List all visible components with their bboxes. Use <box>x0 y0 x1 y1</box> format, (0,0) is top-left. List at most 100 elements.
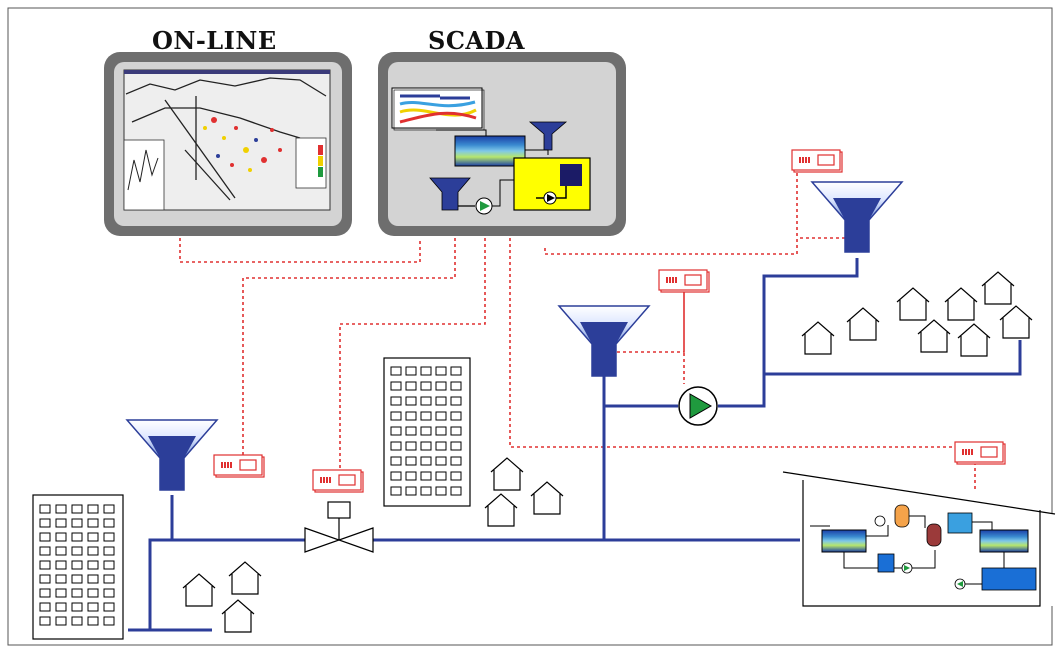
window <box>450 411 462 421</box>
window <box>420 456 432 466</box>
window <box>450 441 462 451</box>
apartment-building-icon-left <box>32 494 124 640</box>
window <box>390 366 402 376</box>
window <box>420 396 432 406</box>
window <box>71 504 83 514</box>
house-icon <box>896 287 930 321</box>
house-icon <box>917 319 951 353</box>
house-icon <box>957 323 991 357</box>
window <box>55 504 67 514</box>
window <box>450 426 462 436</box>
window <box>390 381 402 391</box>
window <box>71 574 83 584</box>
window <box>71 588 83 598</box>
online-monitor-icon[interactable] <box>104 52 352 236</box>
window <box>390 441 402 451</box>
window <box>87 616 99 626</box>
window <box>405 411 417 421</box>
treatment-plant-icon[interactable] <box>782 471 1056 607</box>
house-icon <box>530 481 564 515</box>
window <box>71 532 83 542</box>
window <box>405 426 417 436</box>
window <box>103 546 115 556</box>
window <box>55 546 67 556</box>
rtu-icon-tank[interactable] <box>791 149 843 173</box>
window <box>450 396 462 406</box>
houses-group-center <box>484 457 564 527</box>
window <box>71 616 83 626</box>
window <box>435 366 447 376</box>
window <box>71 518 83 528</box>
window <box>390 411 402 421</box>
window <box>55 574 67 584</box>
rtu-icon-pump[interactable] <box>658 269 710 293</box>
window <box>87 504 99 514</box>
window <box>450 486 462 496</box>
window <box>435 426 447 436</box>
window <box>39 532 51 542</box>
valve-icon[interactable] <box>304 501 374 553</box>
rtu-icon-left[interactable] <box>213 454 265 478</box>
rtu-icon-valve[interactable] <box>312 469 364 493</box>
window <box>103 588 115 598</box>
window <box>87 518 99 528</box>
window <box>420 426 432 436</box>
window <box>39 616 51 626</box>
house-icon <box>484 493 518 527</box>
rtu-icon-plant[interactable] <box>954 441 1006 465</box>
window <box>87 546 99 556</box>
window <box>450 381 462 391</box>
tank-icon-center[interactable] <box>558 305 650 377</box>
window <box>39 602 51 612</box>
window <box>420 366 432 376</box>
window <box>390 396 402 406</box>
window <box>87 560 99 570</box>
window <box>103 602 115 612</box>
window <box>39 588 51 598</box>
window <box>55 560 67 570</box>
window <box>39 518 51 528</box>
window <box>435 411 447 421</box>
window <box>405 456 417 466</box>
window <box>39 574 51 584</box>
window <box>103 616 115 626</box>
tank-icon-right[interactable] <box>811 181 903 253</box>
window <box>420 441 432 451</box>
house-icon <box>228 561 262 595</box>
house-icon <box>846 307 880 341</box>
window <box>420 411 432 421</box>
window <box>405 381 417 391</box>
window <box>55 588 67 598</box>
window <box>420 471 432 481</box>
window <box>87 532 99 542</box>
house-icon <box>221 599 255 633</box>
house-icon <box>981 271 1015 305</box>
window <box>405 471 417 481</box>
online-title: ON-LINE <box>152 26 277 55</box>
house-icon <box>944 287 978 321</box>
window <box>435 381 447 391</box>
window <box>435 471 447 481</box>
window <box>71 602 83 612</box>
window <box>450 471 462 481</box>
window <box>420 486 432 496</box>
house-icon <box>999 305 1033 339</box>
window <box>450 456 462 466</box>
house-icon <box>182 573 216 607</box>
window <box>435 396 447 406</box>
tank-icon-left[interactable] <box>126 419 218 491</box>
window <box>435 486 447 496</box>
window <box>39 560 51 570</box>
window <box>103 560 115 570</box>
window <box>71 546 83 556</box>
window <box>87 574 99 584</box>
window <box>55 616 67 626</box>
window <box>103 504 115 514</box>
window <box>405 486 417 496</box>
pump-icon[interactable] <box>678 386 718 426</box>
scada-monitor-icon[interactable] <box>378 52 626 236</box>
window <box>390 426 402 436</box>
window <box>405 366 417 376</box>
